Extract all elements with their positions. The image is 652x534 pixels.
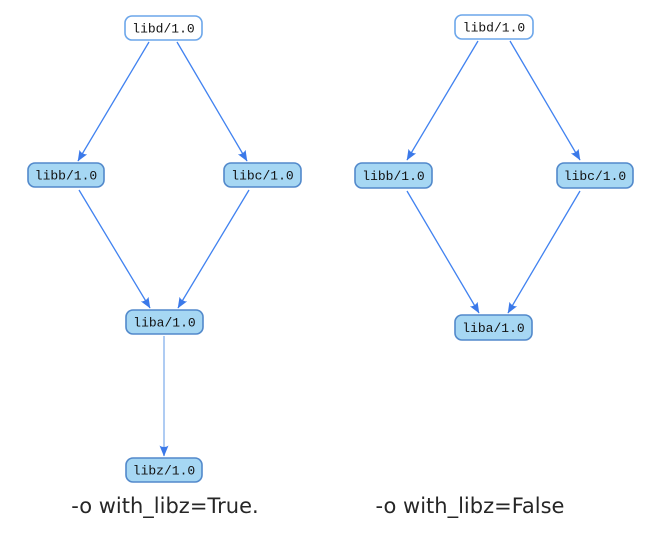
node-box-libb (27, 162, 105, 188)
graph-with-libz-false: libd/1.0 libb/1.0 libc/1.0 liba/1.0 (354, 14, 634, 341)
node-box-libc (223, 162, 302, 188)
node-label-libz: libz/1.0 (133, 464, 195, 479)
node-label-libb: libb/1.0 (362, 169, 424, 184)
node-box-libd (124, 15, 203, 41)
node-label-libb: libb/1.0 (35, 169, 97, 184)
edge-libb-liba (78, 189, 151, 309)
node-label-liba: liba/1.0 (133, 316, 195, 331)
node-label-libd: libd/1.0 (132, 22, 194, 37)
edge-libb-liba (406, 190, 480, 314)
node-libd: libd/1.0 (124, 15, 203, 41)
edge-libd-libc (176, 41, 248, 162)
edge-libc-liba (507, 190, 581, 314)
node-liba: liba/1.0 (125, 309, 204, 335)
node-libb: libb/1.0 (27, 162, 105, 188)
node-box-libc (556, 162, 634, 189)
graph-with-libz-true: libd/1.0 libb/1.0 libc/1.0 liba/1.0 libz… (27, 15, 302, 483)
node-label-liba: liba/1.0 (462, 321, 524, 336)
node-label-libc: libc/1.0 (564, 169, 626, 184)
node-liba: liba/1.0 (454, 314, 533, 341)
node-label-libc: libc/1.0 (231, 169, 293, 184)
caption-with-libz-true: -o with_libz=True. (71, 494, 259, 518)
edge-libc-liba (177, 189, 250, 309)
edge-libd-libb (406, 40, 479, 161)
node-box-liba (454, 314, 533, 341)
edge-libd-libb (77, 41, 150, 162)
caption-with-libz-false: -o with_libz=False (375, 494, 565, 518)
edge-libd-libc (509, 40, 581, 161)
node-libb: libb/1.0 (354, 162, 433, 189)
node-libc: libc/1.0 (556, 162, 634, 189)
node-box-liba (125, 309, 204, 335)
node-label-libd: libd/1.0 (463, 21, 525, 36)
node-libd: libd/1.0 (454, 14, 534, 40)
node-box-libz (125, 457, 203, 483)
node-box-libb (354, 162, 433, 189)
node-libz: libz/1.0 (125, 457, 203, 483)
node-libc: libc/1.0 (223, 162, 302, 188)
node-box-libd (454, 14, 534, 40)
